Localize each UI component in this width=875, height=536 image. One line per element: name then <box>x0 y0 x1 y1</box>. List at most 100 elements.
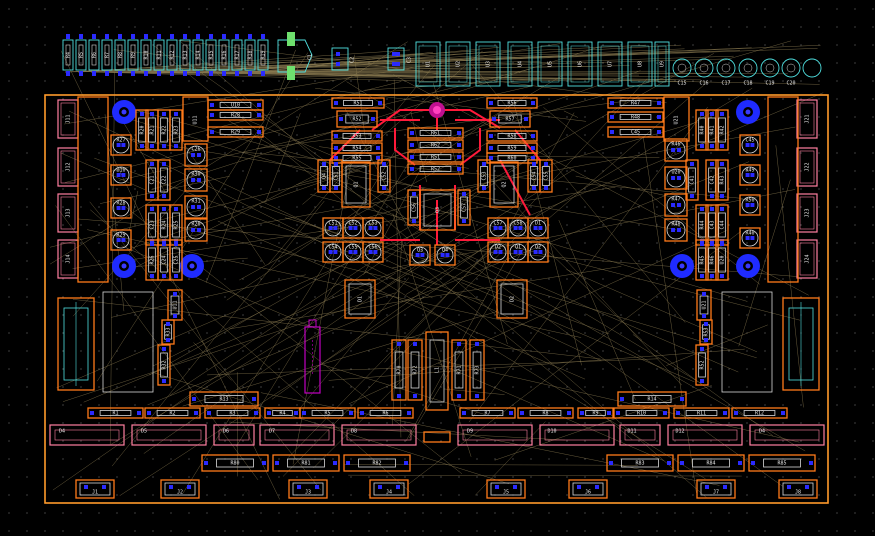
resistor-footprint[interactable]: R29 <box>207 126 264 138</box>
resistor-footprint[interactable]: R13 <box>189 391 259 407</box>
capacitor-footprint[interactable]: R40 <box>739 227 761 249</box>
capacitor-footprint[interactable]: R30 <box>184 168 208 192</box>
ic-footprint[interactable] <box>77 96 109 283</box>
resistor-footprint[interactable]: R82 <box>343 454 411 472</box>
resistor-footprint[interactable]: R23 <box>169 109 183 151</box>
resistor-footprint[interactable]: R25 <box>169 204 183 246</box>
unplaced-component-block[interactable]: U6 <box>567 41 593 87</box>
unplaced-radial-capacitor[interactable]: C18 <box>738 58 758 87</box>
header-connector[interactable]: J8 <box>778 479 818 499</box>
resistor-footprint[interactable]: C55 <box>539 159 553 193</box>
unplaced-radial-capacitor[interactable]: C15 <box>672 58 692 87</box>
connector-footprint[interactable]: J24 <box>796 239 818 279</box>
diode-footprint[interactable]: D12 <box>667 424 743 446</box>
resistor-footprint[interactable]: R57 <box>489 110 531 128</box>
transistor-footprint[interactable] <box>344 279 376 319</box>
diode-footprint[interactable]: D11 <box>619 424 661 446</box>
unplaced-resistor[interactable]: R14 <box>192 34 204 76</box>
resistor-footprint[interactable]: C41 <box>685 159 699 201</box>
fuse-holder-footprint[interactable] <box>57 297 95 391</box>
resistor-footprint[interactable]: R9 <box>577 407 614 419</box>
unplaced-resistor[interactable]: R7 <box>101 34 113 76</box>
unplaced-radial-capacitor[interactable]: C17 <box>716 58 736 87</box>
resistor-footprint[interactable]: R52 <box>407 163 464 175</box>
header-connector[interactable]: J1 <box>75 479 115 499</box>
resistor-footprint[interactable]: R12 <box>731 407 788 419</box>
resistor-footprint[interactable]: R52 <box>695 344 709 386</box>
unplaced-component-block[interactable]: U4 <box>507 41 533 87</box>
diode-footprint[interactable]: D4 <box>49 424 125 446</box>
unplaced-small-part[interactable]: C3 <box>387 47 413 71</box>
resistor-footprint[interactable]: R58 <box>486 130 538 142</box>
capacitor-footprint[interactable]: R50 <box>739 194 761 216</box>
unplaced-resistor[interactable]: R17 <box>231 34 243 76</box>
capacitor-footprint[interactable]: R20 <box>184 218 208 242</box>
resistor-footprint[interactable]: U11 <box>167 289 183 321</box>
unplaced-component-block[interactable]: U3 <box>475 41 501 87</box>
unplaced-radial-capacitor[interactable] <box>802 58 822 78</box>
diode-footprint[interactable]: D5 <box>131 424 207 446</box>
resistor-footprint[interactable]: R28 <box>207 109 264 121</box>
header-connector[interactable]: J3 <box>288 479 328 499</box>
resistor-footprint[interactable]: R61 <box>407 127 464 139</box>
unplaced-resistor[interactable]: R4 <box>62 34 74 76</box>
unplaced-resistor[interactable]: R16 <box>218 34 230 76</box>
resistor-footprint[interactable]: R84 <box>677 454 745 472</box>
resistor-footprint[interactable]: C53 <box>477 159 491 193</box>
resistor-footprint[interactable]: R71 <box>451 339 467 401</box>
transformer-outline[interactable] <box>721 291 773 393</box>
capacitor-footprint[interactable]: R31 <box>184 195 208 219</box>
resistor-footprint[interactable]: R70 <box>391 339 407 401</box>
resistor-footprint[interactable]: C57 <box>457 189 471 226</box>
resistor-footprint[interactable]: R81 <box>272 454 340 472</box>
resistor-footprint[interactable]: R56 <box>486 97 538 109</box>
resistor-footprint[interactable]: R80 <box>201 454 269 472</box>
capacitor-footprint[interactable]: R48 <box>664 218 688 242</box>
capacitor-footprint[interactable]: C53 <box>362 217 384 239</box>
resistor-footprint[interactable]: R47 <box>607 97 664 109</box>
header-connector[interactable]: J7 <box>696 479 736 499</box>
header-connector[interactable]: J5 <box>486 479 526 499</box>
resistor-footprint[interactable]: R48 <box>607 111 664 123</box>
mounting-hole[interactable] <box>180 254 204 278</box>
resistor-footprint[interactable]: C56 <box>407 189 421 226</box>
diode-footprint[interactable]: D6 <box>213 424 255 446</box>
capacitor-footprint[interactable]: Q2 <box>527 241 549 263</box>
capacitor-footprint[interactable]: R29 <box>110 229 132 251</box>
resistor-footprint[interactable]: R51 <box>407 151 464 163</box>
resistor-footprint[interactable]: R53 <box>331 130 383 142</box>
capacitor-footprint[interactable]: R49 <box>739 164 761 186</box>
capacitor-footprint[interactable]: C45 <box>739 134 761 156</box>
transformer-outline[interactable] <box>102 291 154 393</box>
header-connector[interactable]: J4 <box>369 479 409 499</box>
mounting-hole[interactable] <box>112 100 136 124</box>
unplaced-component-block[interactable]: U7 <box>597 41 623 87</box>
ic-footprint[interactable] <box>767 96 799 283</box>
resistor-footprint[interactable]: R55 <box>331 152 383 164</box>
mounting-hole[interactable] <box>670 254 694 278</box>
resistor-footprint[interactable]: R7 <box>459 407 516 419</box>
capacitor-footprint[interactable]: R47 <box>664 193 688 217</box>
unplaced-radial-capacitor[interactable]: C16 <box>694 58 714 87</box>
diode-footprint[interactable]: D8 <box>341 424 417 446</box>
resistor-footprint[interactable]: C22 <box>157 159 171 201</box>
resistor-footprint[interactable]: R42 <box>715 109 729 151</box>
resistor-footprint[interactable]: R2 <box>144 407 201 419</box>
resistor-footprint[interactable]: C25 <box>169 239 183 281</box>
mounting-hole[interactable] <box>736 100 760 124</box>
resistor-footprint[interactable]: R73 <box>469 339 485 401</box>
connector-footprint[interactable]: J22 <box>796 147 818 187</box>
capacitor-footprint[interactable]: R28 <box>110 197 132 219</box>
resistor-footprint[interactable]: R32 <box>157 344 171 386</box>
diode-footprint[interactable]: D10 <box>539 424 615 446</box>
resistor-footprint[interactable]: U20 <box>715 239 729 281</box>
resistor-footprint[interactable]: R11 <box>673 407 730 419</box>
unplaced-component-block[interactable]: U1 <box>415 41 441 87</box>
mounting-hole[interactable] <box>112 254 136 278</box>
unplaced-resistor[interactable]: R10 <box>140 34 152 76</box>
capacitor-footprint[interactable]: Q3 <box>409 244 431 266</box>
connector-footprint[interactable]: J23 <box>796 193 818 233</box>
fuse-holder-footprint[interactable] <box>782 297 820 391</box>
